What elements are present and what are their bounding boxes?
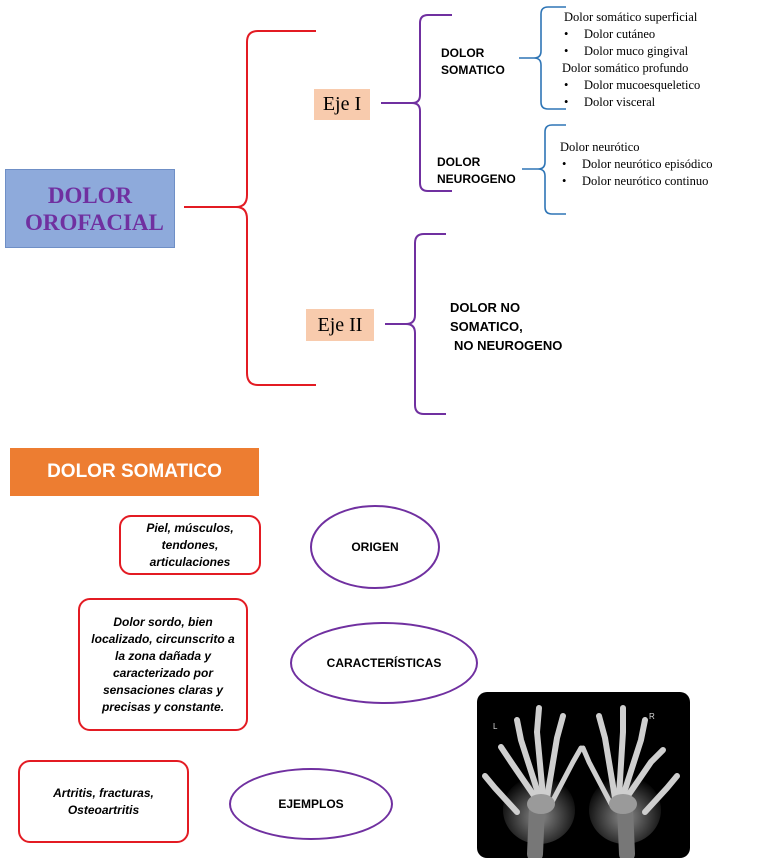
category-somatico-line1: DOLOR — [441, 46, 485, 60]
ejemplos-text: Artritis, fracturas, Osteoartritis — [53, 785, 154, 817]
brace-root — [184, 30, 316, 386]
category-neurogeno-line1: DOLOR — [437, 155, 481, 169]
category-dolor-neurogeno: DOLOR NEUROGENO — [437, 154, 516, 188]
item-somatico-profundo: Dolor somático profundo — [562, 61, 689, 75]
caracteristicas-text-box: Dolor sordo, bien localizado, circunscri… — [78, 598, 248, 731]
origen-text: Piel, músculos, tendones, articulaciones — [146, 520, 234, 569]
item-neurotico: Dolor neurótico — [560, 140, 640, 154]
category-somatico-line2: SOMATICO — [441, 63, 505, 77]
brace-eje2 — [385, 233, 446, 415]
eje-1-box: Eje I — [314, 89, 370, 120]
eje-1-label: Eje I — [322, 93, 362, 115]
item-somatico-superficial: Dolor somático superficial — [564, 10, 698, 24]
item-visceral: Dolor visceral — [562, 94, 762, 111]
brace-somatico — [519, 6, 566, 110]
category-dolor-somatico: DOLOR SOMATICO — [441, 45, 505, 79]
caracteristicas-label: CARACTERÍSTICAS — [326, 656, 442, 670]
category-no-somatico: DOLOR NO SOMATICO, NO NEUROGENO — [450, 298, 562, 355]
item-cutaneo: Dolor cutáneo — [562, 26, 762, 43]
no-somatico-line1: DOLOR NO — [450, 300, 521, 315]
left-hand-bones — [482, 705, 584, 858]
ejemplos-text-box: Artritis, fracturas, Osteoartritis — [18, 760, 189, 843]
no-somatico-line3: NO NEUROGENO — [454, 338, 563, 353]
origen-text-box: Piel, músculos, tendones, articulaciones — [119, 515, 261, 575]
section-header-dolor-somatico: DOLOR SOMATICO — [10, 448, 259, 496]
xray-hands-drawing — [482, 705, 680, 858]
brace-eje1 — [381, 14, 452, 192]
eje-2-box: Eje II — [306, 309, 374, 341]
brace-neurogeno — [522, 124, 566, 215]
hands-xray-image: L R — [477, 692, 690, 858]
right-hand-bones — [580, 705, 680, 858]
xray-right-marker: R — [649, 712, 655, 721]
eje-2-label: Eje II — [317, 313, 363, 336]
caracteristicas-text: Dolor sordo, bien localizado, circunscri… — [91, 614, 235, 714]
origen-label: ORIGEN — [351, 540, 399, 554]
xray-left-marker: L — [493, 722, 498, 731]
item-mucoesqueletico: Dolor mucoesqueletico — [562, 77, 762, 94]
root-dolor-orofacial: DOLOR OROFACIAL — [5, 169, 175, 248]
origen-oval: ORIGEN — [310, 505, 440, 589]
ejemplos-oval: EJEMPLOS — [229, 768, 393, 840]
no-somatico-line2: SOMATICO, — [450, 319, 523, 334]
ejemplos-label: EJEMPLOS — [278, 797, 344, 811]
category-neurogeno-line2: NEUROGENO — [437, 172, 516, 186]
section-header-label: DOLOR SOMATICO — [47, 461, 222, 482]
caracteristicas-oval: CARACTERÍSTICAS — [290, 622, 478, 704]
item-muco-gingival: Dolor muco gingival — [562, 43, 762, 60]
root-label: DOLOR OROFACIAL — [25, 182, 164, 235]
somatico-subtypes-list: Dolor somático superficial Dolor cutáneo… — [562, 9, 762, 111]
item-neurotico-episodico: Dolor neurótico episódico — [560, 156, 765, 173]
neurogeno-subtypes-list: Dolor neurótico Dolor neurótico episódic… — [560, 139, 765, 190]
item-neurotico-continuo: Dolor neurótico continuo — [560, 173, 765, 190]
